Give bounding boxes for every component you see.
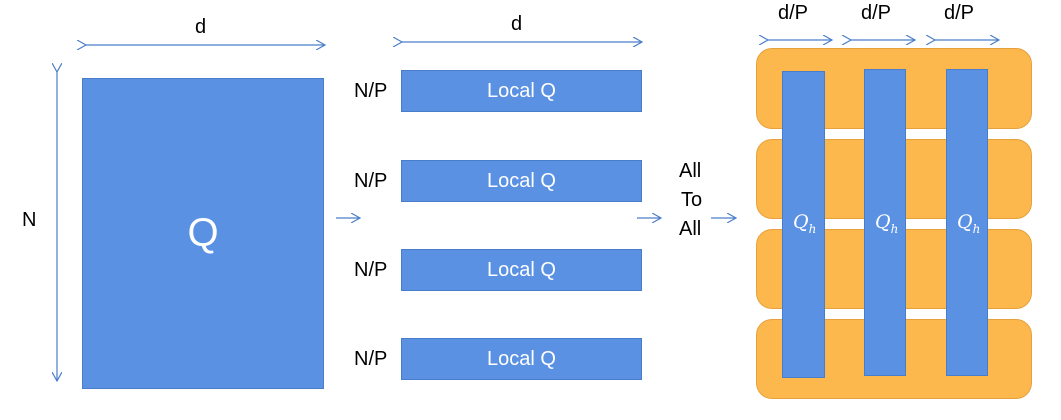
- local-q-block-3: Local Q: [401, 249, 642, 291]
- dp-label-2: d/P: [861, 2, 892, 24]
- local-row-label-3: N/P: [354, 259, 388, 281]
- head-label-1: Qh: [793, 211, 817, 236]
- head-label-3: Qh: [957, 211, 981, 236]
- local-q-label-1: Local Q: [487, 79, 556, 102]
- head-label-2: Qh: [875, 211, 899, 236]
- q-width-label: d: [195, 16, 207, 38]
- local-q-label-4: Local Q: [487, 347, 556, 370]
- local-q-label-2: Local Q: [487, 169, 556, 192]
- q-matrix: Q: [82, 78, 324, 389]
- dp-label-3: d/P: [944, 2, 975, 24]
- local-q-block-4: Local Q: [401, 338, 642, 380]
- local-width-label: d: [511, 13, 523, 35]
- local-q-label-3: Local Q: [487, 258, 556, 281]
- local-row-label-1: N/P: [354, 80, 388, 102]
- all-to-all-line-3: All: [679, 218, 702, 240]
- local-row-label-2: N/P: [354, 170, 388, 192]
- head-column-1: [782, 71, 825, 378]
- q-matrix-label: Q: [187, 211, 219, 255]
- all-to-all-line-1: All: [679, 160, 702, 182]
- all-to-all-line-2: To: [681, 189, 703, 211]
- head-column-3: [946, 69, 988, 376]
- head-column-2: [864, 69, 906, 376]
- local-row-label-4: N/P: [354, 348, 388, 370]
- dp-label-1: d/P: [778, 2, 809, 24]
- local-q-block-2: Local Q: [401, 160, 642, 202]
- local-q-block-1: Local Q: [401, 70, 642, 112]
- q-height-label: N: [22, 209, 37, 231]
